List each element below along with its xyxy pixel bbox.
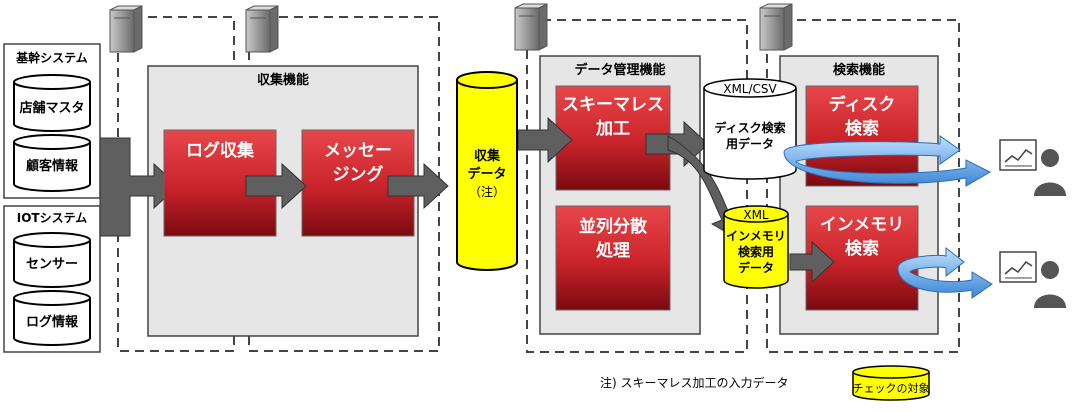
- user-dashboard-icon: [999, 251, 1066, 308]
- inmemory-result-arrow: [897, 246, 993, 299]
- inmemory-search-label-1: インメモリ: [820, 215, 905, 235]
- search-title: 検索機能: [833, 62, 885, 78]
- data-to-schemaless-arrow: [517, 116, 573, 164]
- server-group-2: [248, 16, 440, 352]
- server-icon: [759, 3, 793, 51]
- parallel-box: [555, 205, 671, 311]
- server-group-4: [766, 19, 960, 353]
- disk-search-label-2: 検索: [845, 118, 879, 139]
- disk-search-data-db: XML/CSV ディスク検索 用データ: [703, 78, 797, 180]
- iot-system-title: IOTシステム: [17, 211, 88, 225]
- inmemory-to-search-arrow: [789, 240, 835, 284]
- server-icon: [109, 5, 143, 53]
- disk-search-box: [805, 85, 919, 187]
- log-info-db: ログ情報: [13, 290, 91, 346]
- disk-search-label-1: ディスク: [829, 94, 896, 115]
- customer-info-label: 顧客情報: [26, 158, 79, 174]
- inmemory-data-label-3: データ: [738, 260, 774, 275]
- customer-info-db: 顧客情報: [13, 134, 91, 192]
- log-collect-label: ログ収集: [186, 140, 255, 161]
- store-master-db: 店舗マスタ: [13, 74, 91, 132]
- messaging-label-1: メッセー: [324, 141, 392, 161]
- disk-data-label-1: ディスク検索: [714, 120, 785, 135]
- legend-check-target: チェックの対象: [852, 365, 930, 401]
- disk-data-format: XML/CSV: [723, 82, 777, 96]
- store-master-label: 店舗マスタ: [19, 100, 84, 116]
- parallel-label-2: 処理: [595, 241, 630, 261]
- inmemory-data-label-1: インメモリ: [726, 229, 786, 243]
- log-to-messaging-arrow: [245, 162, 307, 210]
- schemaless-label-2: 加工: [595, 119, 630, 139]
- collected-data-label-3: （注）: [469, 184, 505, 199]
- server-group-3: [526, 19, 748, 353]
- inmemory-data-label-2: 検索用: [738, 244, 774, 259]
- inmemory-search-label-2: 検索: [845, 238, 879, 259]
- messaging-label-2: ジング: [333, 164, 384, 185]
- legend-label: チェックの対象: [853, 381, 930, 395]
- collected-data-db: 収集 データ （注）: [456, 71, 518, 271]
- inmemory-data-format: XML: [743, 208, 769, 222]
- collected-data-label-1: 収集: [474, 148, 501, 164]
- server-icon: [514, 3, 548, 51]
- inmemory-search-data-db: XML インメモリ 検索用 データ: [723, 205, 789, 289]
- disk-data-label-2: 用データ: [725, 136, 774, 151]
- schemaless-label-1: スキーマレス: [562, 95, 664, 115]
- core-system-title: 基幹システム: [15, 50, 88, 65]
- sensor-db: センサー: [13, 232, 91, 288]
- disk-result-arrow: [783, 135, 992, 187]
- parallel-label-1: 並列分散: [579, 216, 648, 237]
- sensor-label: センサー: [26, 257, 78, 272]
- collection-title: 収集機能: [257, 72, 309, 88]
- footnote: 注) スキーマレス加工の入力データ: [600, 375, 789, 390]
- messaging-to-data-arrow: [387, 162, 449, 210]
- server-icon: [245, 5, 279, 53]
- data-management-title: データ管理機能: [574, 62, 665, 78]
- log-info-label: ログ情報: [26, 314, 79, 330]
- user-dashboard-icon: [999, 139, 1066, 196]
- collected-data-label-2: データ: [467, 166, 506, 182]
